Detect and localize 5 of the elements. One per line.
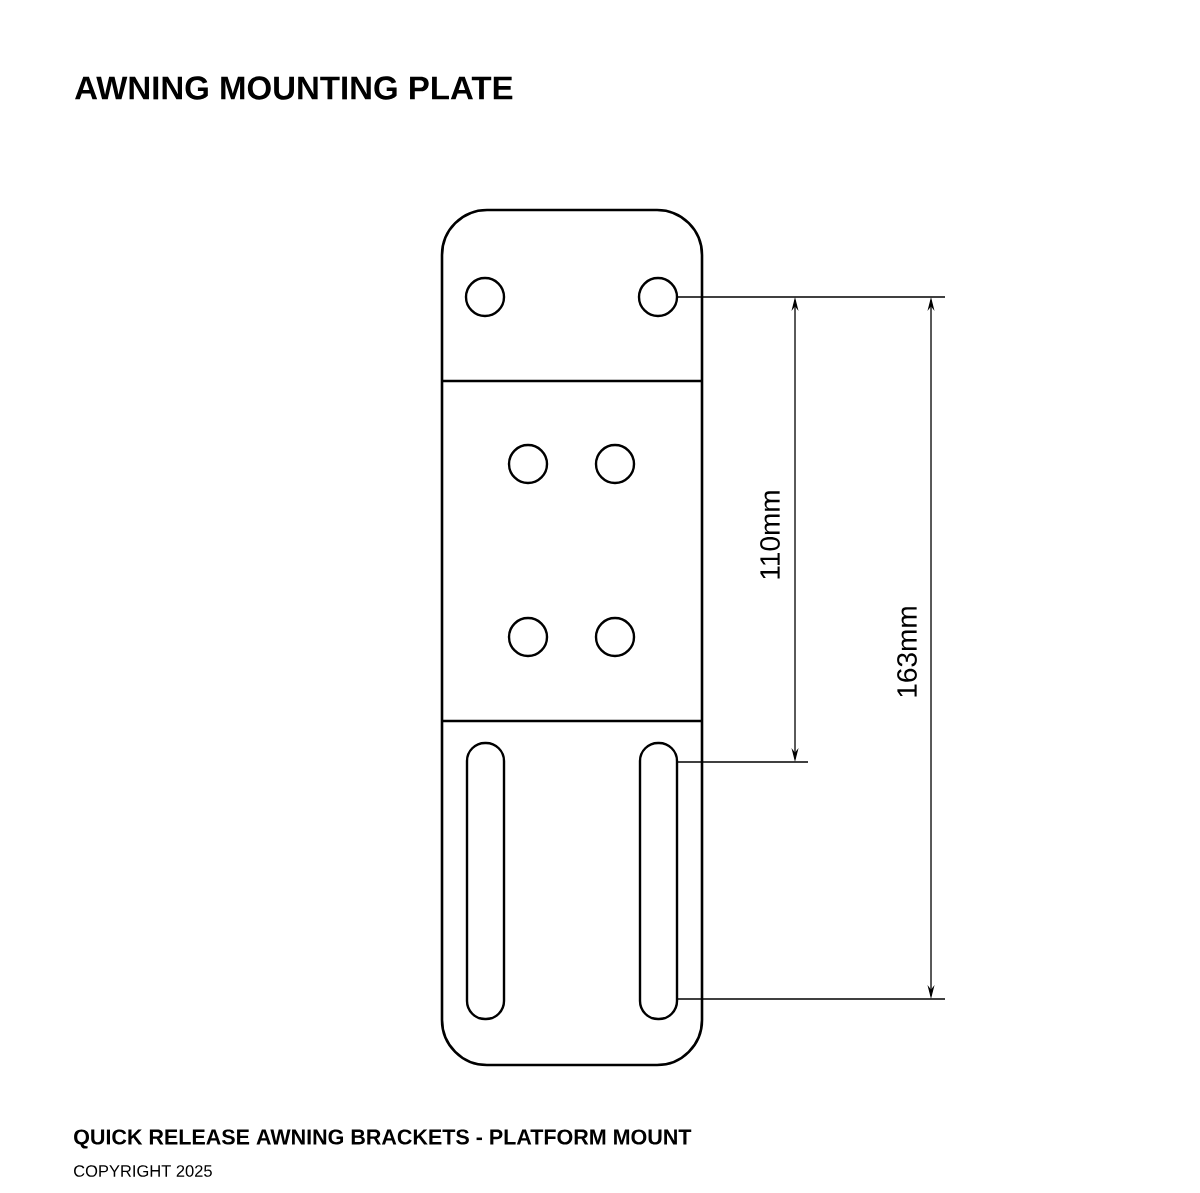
title: AWNING MOUNTING PLATE (75, 76, 513, 100)
dimension-label: 110mm (760, 491, 780, 579)
dimension-label: 163mm (897, 607, 917, 697)
copyright-text: COPYRIGHT 2025 (74, 1165, 212, 1177)
caption: QUICK RELEASE AWNING BRACKETS - PLATFORM MOUNT (74, 1129, 692, 1149)
